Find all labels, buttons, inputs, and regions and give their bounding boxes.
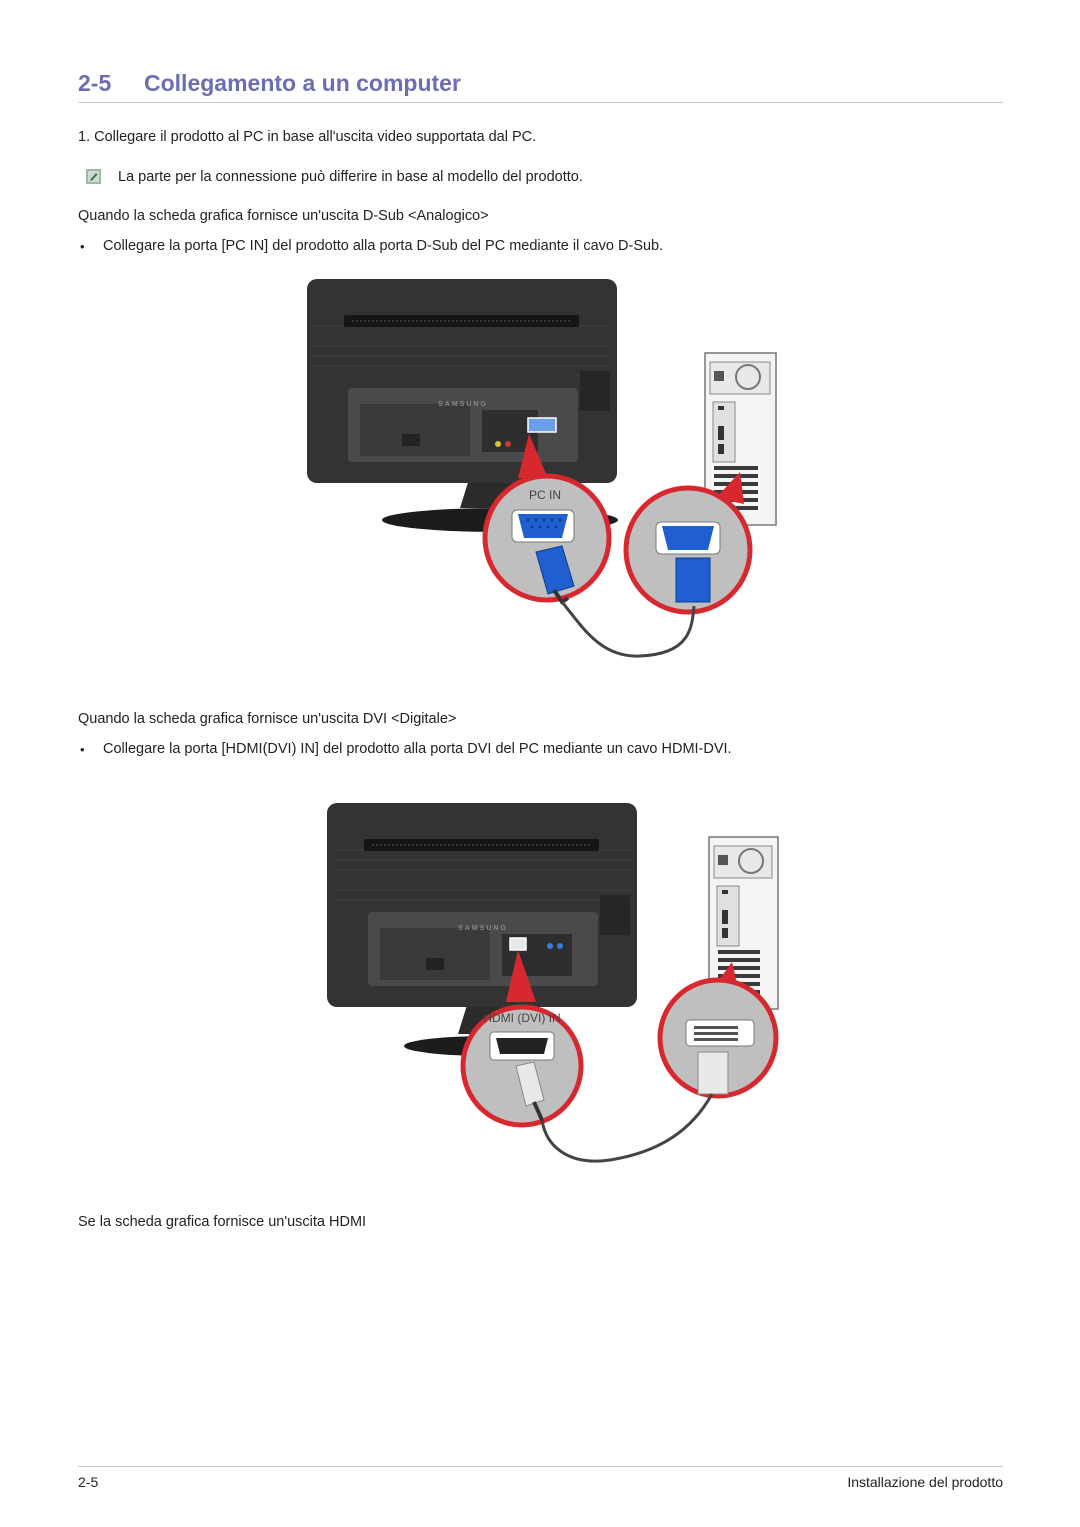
- footer-page-number: 2-5: [78, 1474, 99, 1490]
- section-header: 2-5 Collegamento a un computer: [78, 68, 1003, 103]
- note-icon: [86, 169, 101, 184]
- bullet-dot: •: [80, 742, 85, 757]
- hdmi-dvi-connection-figure: SAMSUNG HDMI (DVI) IN: [327, 803, 779, 1163]
- section-number: 2-5: [78, 70, 112, 96]
- dvi-brand-label: SAMSUNG: [458, 925, 508, 932]
- dsub-bullet-text: Collegare la porta [PC IN] del prodotto …: [103, 238, 664, 254]
- step-1-text: 1. Collegare il prodotto al PC in base a…: [78, 129, 537, 145]
- pc-in-port-label: PC IN: [529, 488, 561, 502]
- footer-divider: [78, 1466, 1003, 1467]
- note-text: La parte per la connessione può differir…: [118, 169, 583, 185]
- dsub-brand-label: SAMSUNG: [438, 401, 488, 408]
- dvi-bullet-text: Collegare la porta [HDMI(DVI) IN] del pr…: [103, 741, 732, 757]
- dsub-heading: Quando la scheda grafica fornisce un'usc…: [78, 208, 489, 224]
- hdmi-heading: Se la scheda grafica fornisce un'uscita …: [78, 1214, 367, 1230]
- section-title: Collegamento a un computer: [144, 70, 461, 96]
- footer-chapter-title: Installazione del prodotto: [847, 1474, 1003, 1490]
- dvi-heading: Quando la scheda grafica fornisce un'usc…: [78, 711, 457, 727]
- bullet-dot: •: [80, 239, 85, 254]
- hdmi-dvi-in-port-label: HDMI (DVI) IN: [483, 1011, 560, 1025]
- dsub-connection-figure: SAMSUNG PC IN: [307, 279, 777, 658]
